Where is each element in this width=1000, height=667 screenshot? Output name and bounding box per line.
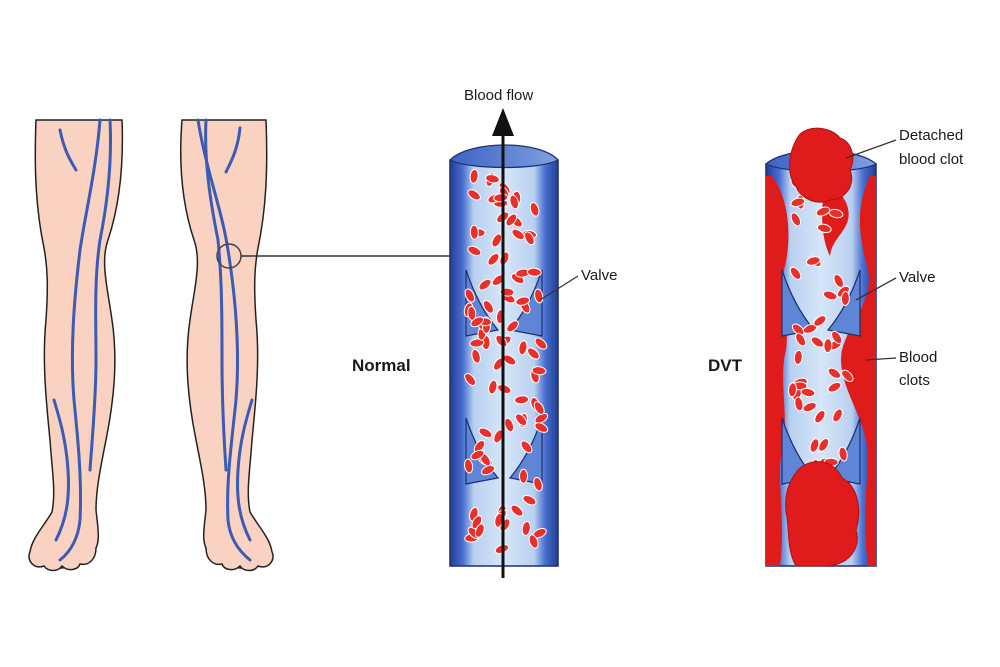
legs-illustration	[28, 118, 452, 572]
blood-cell	[510, 504, 524, 517]
blood-cell	[822, 290, 838, 301]
blood-cell	[810, 336, 825, 348]
blood-cell	[491, 233, 503, 248]
blood-cell	[791, 323, 805, 336]
blood-cell	[478, 278, 492, 291]
left-leg-veins	[52, 118, 113, 562]
valve-label-dvt: Valve	[899, 269, 935, 286]
blood-clots-label-2: clots	[899, 372, 930, 389]
blood-cell	[815, 206, 831, 217]
blood-cell	[805, 256, 821, 266]
blood-cell	[790, 212, 802, 227]
blood-cell	[521, 520, 531, 536]
blood-cell	[518, 340, 528, 356]
blood-cell	[504, 417, 515, 433]
blood-cell	[827, 381, 842, 393]
bottom-clot	[785, 461, 860, 567]
blood-cell	[787, 382, 798, 398]
blood-cell	[487, 252, 500, 266]
detached-clot-label-2: blood clot	[899, 151, 964, 168]
blood-cell	[823, 338, 833, 354]
blood-clots-label-1: Blood	[899, 349, 937, 366]
blood-cell	[527, 347, 540, 360]
blood-cell	[802, 402, 817, 413]
arrow-head-icon	[492, 108, 514, 136]
blood-cell	[469, 224, 479, 240]
blood-cell	[790, 197, 806, 208]
blood-cell	[794, 396, 804, 412]
blood-cell	[533, 401, 545, 415]
blood-cell	[828, 208, 844, 219]
blood-cell	[467, 245, 482, 257]
blood-cell	[809, 438, 820, 453]
blood-cell	[840, 291, 850, 306]
blood-cell	[793, 349, 803, 365]
dvt-heading: DVT	[708, 356, 743, 375]
blood-cell	[529, 202, 540, 217]
blood-cell	[464, 373, 477, 386]
blood-cell	[531, 366, 547, 376]
blood-cell	[534, 422, 549, 433]
blood-cell	[469, 338, 485, 348]
blood-cell	[470, 449, 485, 461]
detached-clot	[789, 127, 854, 203]
valve-label-normal: Valve	[581, 267, 617, 284]
dvt-vein	[764, 127, 897, 567]
blood-cell	[474, 523, 485, 538]
blood-cell	[519, 468, 528, 484]
blood-cell	[485, 174, 500, 184]
blood-cell	[488, 379, 498, 395]
blood-flow-label: Blood flow	[464, 87, 533, 104]
blood-cell	[816, 223, 832, 234]
blood-cell	[524, 231, 535, 246]
blood-cell	[534, 412, 549, 424]
blood-cell	[818, 438, 830, 452]
blood-cell	[813, 315, 827, 327]
blood-cell	[470, 316, 485, 328]
blood-cell	[526, 267, 542, 277]
blood-cell	[482, 300, 494, 314]
blood-cell	[515, 413, 528, 427]
blood-cell	[471, 348, 481, 364]
blood-cell	[514, 395, 530, 405]
blood-cell	[505, 213, 518, 227]
blood-cell	[838, 446, 848, 462]
blood-cell	[520, 440, 533, 454]
blood-cell	[528, 534, 539, 549]
blood-cell	[509, 194, 520, 210]
blood-cell	[795, 332, 807, 347]
blood-cell	[464, 288, 476, 303]
blood-cell	[833, 274, 844, 288]
blood-cell	[800, 387, 816, 398]
blood-cell	[467, 189, 481, 201]
blood-cell	[515, 296, 531, 306]
blood-cell	[841, 369, 854, 383]
blood-cell	[480, 464, 496, 476]
blood-cell	[831, 330, 843, 345]
normal-vein	[448, 108, 579, 578]
normal-heading: Normal	[352, 356, 411, 375]
blood-cell	[534, 337, 548, 350]
blood-cell	[832, 408, 843, 423]
blood-cell	[827, 367, 842, 379]
right-leg-veins	[196, 118, 254, 562]
blood-cell	[469, 168, 479, 184]
blood-cell	[478, 427, 493, 439]
blood-cell	[533, 476, 543, 492]
blood-cell	[522, 494, 537, 506]
detached-clot-label-1: Detached	[899, 127, 963, 144]
blood-cell	[511, 228, 525, 241]
blood-cell	[814, 409, 826, 424]
blood-cell	[506, 320, 519, 333]
blood-cell	[789, 266, 802, 280]
blood-cell	[464, 458, 474, 474]
